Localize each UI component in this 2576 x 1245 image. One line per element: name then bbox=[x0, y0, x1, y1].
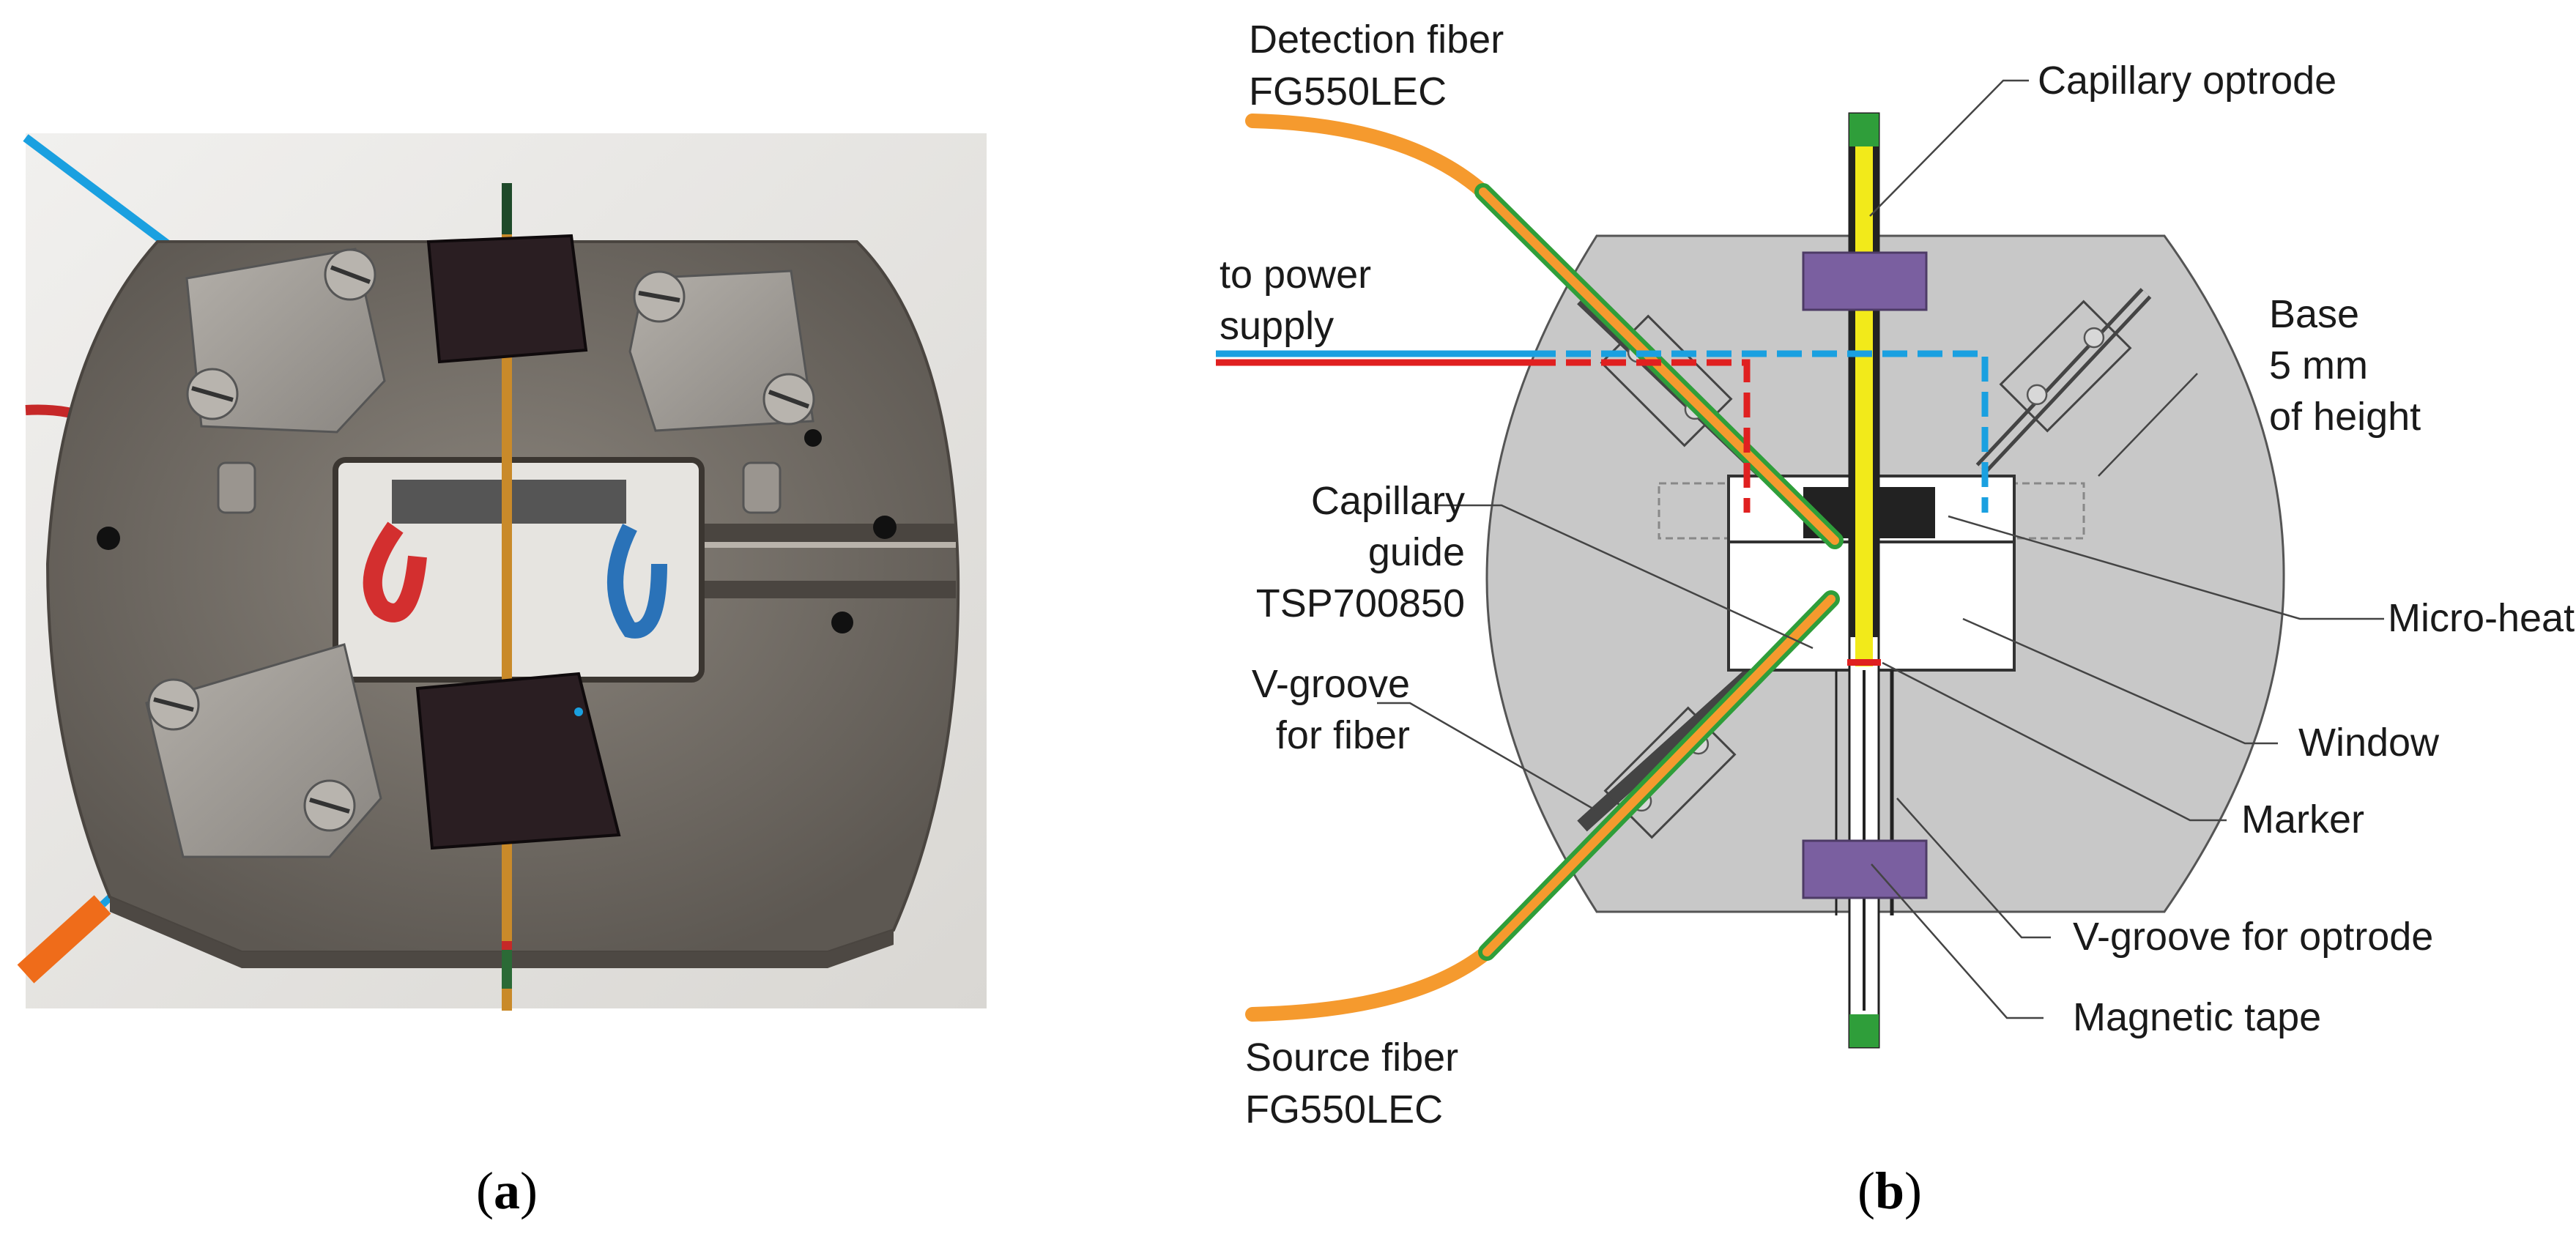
leader-capillary-guide bbox=[1436, 504, 1814, 650]
label-source-fiber: Source fiber bbox=[1245, 1036, 1458, 1079]
magnetic-tape-bottom bbox=[415, 672, 621, 850]
capillary-rod-tip bbox=[502, 183, 512, 234]
label-vgroove-fiber: V-groove bbox=[1252, 662, 1410, 706]
leader-window bbox=[1962, 617, 2278, 745]
capillary-rod-tip bbox=[502, 945, 512, 989]
pin bbox=[217, 461, 256, 514]
optrode-green-cap bbox=[1849, 114, 1879, 146]
leader-vgroove-fiber bbox=[1377, 702, 1601, 814]
plate-hole bbox=[873, 516, 897, 539]
source-fiber-core bbox=[1482, 595, 1836, 956]
label-base-height-2: of height bbox=[2269, 395, 2421, 439]
screw bbox=[762, 373, 815, 425]
leader-vgroove-optrode bbox=[1896, 798, 2051, 939]
panel-a-caption: (a) bbox=[476, 1162, 538, 1220]
screw bbox=[147, 678, 200, 731]
plate-hole bbox=[804, 429, 822, 447]
label-marker: Marker bbox=[2241, 798, 2364, 841]
heater-wire-blue bbox=[607, 524, 667, 639]
screw bbox=[633, 270, 686, 323]
label-window: Window bbox=[2298, 721, 2440, 765]
magnetic-tape-bottom bbox=[1802, 839, 1928, 899]
label-capillary-guide: Capillary bbox=[1311, 479, 1465, 523]
marker bbox=[1847, 659, 1881, 666]
plate-groove bbox=[696, 581, 956, 598]
plate-hole bbox=[831, 612, 853, 633]
photo-panel bbox=[17, 133, 987, 1011]
capillary-rod-marker bbox=[502, 941, 512, 950]
label-vgroove-fiber-2: for fiber bbox=[1276, 713, 1410, 757]
leader-magnetic-tape bbox=[1871, 863, 2044, 1019]
schematic-panel: Detection fiber FG550LEC to power supply… bbox=[1216, 18, 2576, 1131]
label-capillary-guide-model: TSP700850 bbox=[1256, 581, 1465, 625]
magnetic-tape-top bbox=[426, 234, 588, 364]
plate-groove bbox=[696, 542, 956, 548]
label-power: to power bbox=[1220, 253, 1371, 297]
orange-cable-bottom bbox=[17, 895, 111, 984]
heater-wire-red bbox=[363, 521, 427, 622]
fiber-clamp-top-right bbox=[1999, 300, 2132, 433]
source-fiber-cable bbox=[1245, 945, 1494, 1022]
magnetic-tape-top bbox=[1802, 251, 1928, 311]
label-source-fiber-model: FG550LEC bbox=[1245, 1088, 1443, 1131]
label-capillary-optrode: Capillary optrode bbox=[2038, 59, 2336, 103]
leader-capillary-optrode bbox=[1869, 79, 2029, 217]
vgroove-right-inner bbox=[1978, 290, 2149, 472]
screw bbox=[303, 779, 356, 832]
label-vgroove-optrode: V-groove for optrode bbox=[2073, 915, 2433, 959]
paint-dot bbox=[574, 707, 583, 716]
pin bbox=[742, 461, 782, 514]
screw bbox=[186, 368, 239, 420]
detection-fiber-cable bbox=[1245, 114, 1491, 199]
leader-micro-heater bbox=[1948, 515, 2384, 620]
screw bbox=[324, 248, 376, 301]
label-magnetic-tape: Magnetic tape bbox=[2073, 995, 2321, 1039]
label-micro-heater: Micro-heater bbox=[2388, 596, 2576, 640]
label-power-supply: supply bbox=[1220, 304, 1334, 348]
leader-base bbox=[2098, 373, 2198, 477]
power-wire-red-dashed bbox=[1531, 359, 1751, 513]
detection-fiber-core bbox=[1479, 187, 1839, 545]
label-base: Base bbox=[2269, 292, 2359, 336]
optrode-green-cap bbox=[1849, 1014, 1879, 1047]
label-detection-fiber: Detection fiber bbox=[1249, 18, 1504, 62]
label-capillary-guide-2: guide bbox=[1368, 530, 1465, 574]
optrode-yellow-core bbox=[1855, 146, 1873, 666]
label-base-height: 5 mm bbox=[2269, 343, 2368, 387]
leader-marker bbox=[1882, 661, 2227, 822]
panel-b-caption: (b) bbox=[1857, 1162, 1922, 1220]
power-wire-blue-dashed bbox=[1531, 350, 1989, 513]
plate-hole bbox=[97, 527, 120, 550]
label-detection-fiber-model: FG550LEC bbox=[1249, 70, 1447, 114]
